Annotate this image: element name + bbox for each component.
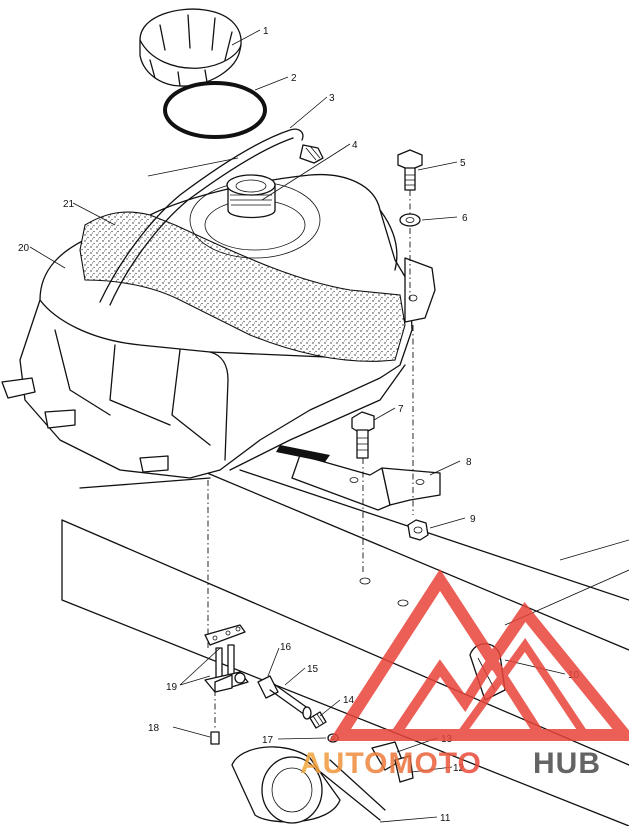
callout-3: 3 [329, 93, 335, 104]
callout-4: 4 [352, 140, 358, 151]
leader-lines [29, 29, 566, 823]
callout-21: 21 [63, 199, 75, 210]
callout-8: 8 [466, 457, 472, 468]
callout-5: 5 [460, 158, 466, 169]
fuel-valve-assembly [204, 624, 249, 693]
callout-6: 6 [462, 213, 468, 224]
assembly-lines [207, 190, 414, 730]
callout-2: 2 [291, 73, 297, 84]
carburetor-assembly [231, 741, 414, 824]
callout-11: 11 [440, 813, 451, 824]
callout-18: 18 [148, 723, 160, 734]
washer-upper [399, 213, 421, 227]
callout-14: 14 [343, 695, 355, 706]
hex-nut [407, 519, 429, 541]
tank-mount-plate [404, 257, 436, 323]
callout-12: 12 [453, 763, 465, 774]
callout-15: 15 [307, 664, 319, 675]
watermark-logo-mark [328, 568, 629, 741]
mounting-bracket [276, 445, 441, 511]
fuel-tank [1, 128, 413, 479]
callout-19: 19 [166, 682, 178, 693]
fuel-cap [139, 8, 242, 87]
callout-20: 20 [18, 243, 30, 254]
callout-7: 7 [398, 404, 404, 415]
automotohub-watermark: AUTOMOTO HUB [300, 568, 629, 780]
watermark-brand-part1: AUTOMOTO [300, 747, 482, 780]
bolt-lower [351, 411, 375, 459]
gasket-ring [163, 81, 267, 139]
bolt-upper [397, 149, 423, 191]
callout-9: 9 [470, 514, 476, 525]
callout-17: 17 [262, 735, 274, 746]
callout-1: 1 [263, 26, 269, 37]
watermark-brand-part2: HUB [533, 747, 601, 780]
callout-16: 16 [280, 642, 292, 653]
